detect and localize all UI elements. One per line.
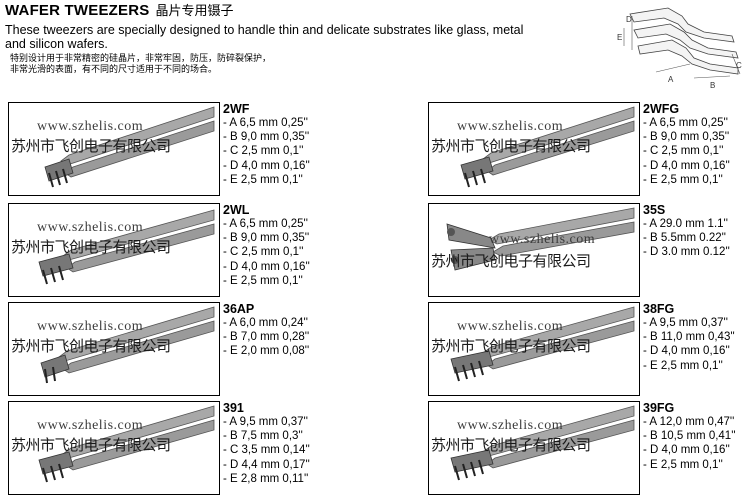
spec-a: - A 9,5 mm 0,37''	[223, 416, 308, 428]
spec-c: - C 2,5 mm 0,1''	[643, 145, 724, 158]
spec-b: - B 5.5mm 0.22''	[643, 232, 727, 245]
product-photo: www.szhelis.com 苏州市飞创电子有限公司	[8, 401, 220, 495]
spec-b: - B 9,0 mm 0,35''	[643, 131, 730, 144]
page-title: WAFER TWEEZERS	[5, 2, 150, 19]
spec-d: - D 4,0 mm 0,16''	[643, 444, 730, 457]
tweezer-2wl-icon	[38, 209, 215, 285]
product-code: 391	[223, 401, 244, 415]
spec-a: - A 9,5 mm 0,37''	[643, 317, 728, 329]
product-specs: 391 - A 9,5 mm 0,37'' - B 7,5 mm 0,3'' -…	[223, 401, 333, 486]
spec-a: - A 6,5 mm 0,25''	[643, 117, 728, 129]
product-code: 2WFG	[643, 102, 680, 116]
description-cn-line-2: 非常光滑的表面，有不同的尺寸适用于不同的场合。	[10, 65, 218, 75]
spec-b: - B 10,5 mm 0,41''	[643, 430, 736, 443]
spec-d: - D 4,0 mm 0,16''	[643, 159, 730, 172]
tweezer-38fg-icon	[450, 306, 635, 382]
product-photo: www.szhelis.com 苏州市飞创电子有限公司	[428, 401, 640, 495]
tweezer-35s-icon	[446, 207, 635, 271]
spec-d: - D 4,0 mm 0,16''	[643, 345, 730, 358]
spec-a: - A 6,5 mm 0,25''	[223, 218, 308, 230]
spec-d: - D 4,4 mm 0,17''	[223, 458, 310, 471]
diagram-label-e: E	[617, 33, 622, 42]
spec-b: - B 9,0 mm 0,35''	[223, 232, 310, 245]
product-specs: 39FG - A 12,0 mm 0,47'' - B 10,5 mm 0,41…	[643, 401, 750, 472]
spec-e: - E 2,5 mm 0,1''	[643, 359, 723, 372]
product-code: 2WL	[223, 203, 250, 217]
spec-d: - D 4,0 mm 0,16''	[223, 159, 310, 172]
product-code: 35S	[643, 203, 666, 217]
tweezer-2wfg-icon	[460, 106, 635, 188]
product-photo: www.szhelis.com 苏州市飞创电子有限公司	[8, 102, 220, 196]
product-specs: 2WL - A 6,5 mm 0,25'' - B 9,0 mm 0,35'' …	[223, 203, 333, 288]
product-photo: www.szhelis.com 苏州市飞创电子有限公司	[8, 302, 220, 396]
spec-e: - E 2,5 mm 0,1''	[223, 173, 303, 186]
product-specs: 36AP - A 6,0 mm 0,24'' - B 7,0 mm 0,28''…	[223, 302, 333, 359]
diagram-label-b: B	[710, 81, 715, 90]
tweezer-391-icon	[38, 405, 215, 483]
spec-d: - D 4,0 mm 0,16''	[223, 260, 310, 273]
spec-e: - E 2,5 mm 0,1''	[643, 458, 723, 471]
spec-b: - B 7,0 mm 0,28''	[223, 331, 310, 344]
spec-d: - D 3.0 mm 0.12''	[643, 246, 730, 259]
spec-e: - E 2,5 mm 0,1''	[223, 274, 303, 287]
product-specs: 2WF - A 6,5 mm 0,25'' - B 9,0 mm 0,35'' …	[223, 102, 333, 187]
spec-e: - E 2,5 mm 0,1''	[643, 173, 723, 186]
description-cn: 特别设计用于非常精密的硅晶片，非常牢固，防压，防碎裂保护， 非常光滑的表面，有不…	[10, 54, 605, 76]
spec-b: - B 7,5 mm 0,3''	[223, 430, 303, 443]
tweezer-2wf-icon	[44, 106, 215, 188]
spec-a: - A 29.0 mm 1.1''	[643, 218, 728, 230]
product-specs: 38FG - A 9,5 mm 0,37'' - B 11,0 mm 0,43'…	[643, 302, 750, 373]
diagram-label-a: A	[668, 75, 674, 84]
tweezer-39fg-icon	[450, 405, 635, 481]
product-photo: www.szhelis.com 苏州市飞创电子有限公司	[428, 203, 640, 297]
spec-c: - C 2,5 mm 0,1''	[223, 246, 304, 259]
product-specs: 2WFG - A 6,5 mm 0,25'' - B 9,0 mm 0,35''…	[643, 102, 750, 187]
spec-e: - E 2,8 mm 0,11''	[223, 472, 309, 485]
product-photo: www.szhelis.com 苏州市飞创电子有限公司	[428, 302, 640, 396]
dimension-diagram: D E A B C	[612, 2, 748, 94]
title-line: WAFER TWEEZERS 晶片专用镊子	[5, 2, 605, 21]
product-photo: www.szhelis.com 苏州市飞创电子有限公司	[8, 203, 220, 297]
spec-a: - A 12,0 mm 0,47''	[643, 416, 735, 428]
diagram-label-c: C	[736, 61, 742, 70]
tweezer-tip-diagram-icon: D E A B C	[617, 7, 742, 90]
product-photo: www.szhelis.com 苏州市飞创电子有限公司	[428, 102, 640, 196]
product-code: 39FG	[643, 401, 675, 415]
description-cn-line-1: 特别设计用于非常精密的硅晶片，非常牢固，防压，防碎裂保护，	[10, 54, 272, 64]
spec-b: - B 11,0 mm 0,43''	[643, 331, 735, 344]
diagram-label-d: D	[626, 15, 632, 24]
spec-c: - C 3,5 mm 0,14''	[223, 444, 310, 457]
tweezer-36ap-icon	[40, 306, 215, 384]
spec-a: - A 6,0 mm 0,24''	[223, 317, 308, 329]
spec-b: - B 9,0 mm 0,35''	[223, 131, 310, 144]
header: WAFER TWEEZERS 晶片专用镊子 These tweezers are …	[5, 2, 605, 76]
product-code: 2WF	[223, 102, 250, 116]
product-code: 38FG	[643, 302, 675, 316]
product-specs: 35S - A 29.0 mm 1.1'' - B 5.5mm 0.22'' -…	[643, 203, 750, 260]
product-code: 36AP	[223, 302, 255, 316]
spec-c: - C 2,5 mm 0,1''	[223, 145, 304, 158]
spec-e: - E 2,0 mm 0,08''	[223, 345, 310, 358]
spec-a: - A 6,5 mm 0,25''	[223, 117, 308, 129]
page-title-cn: 晶片专用镊子	[155, 4, 234, 19]
description: These tweezers are specially designed to…	[5, 23, 524, 51]
